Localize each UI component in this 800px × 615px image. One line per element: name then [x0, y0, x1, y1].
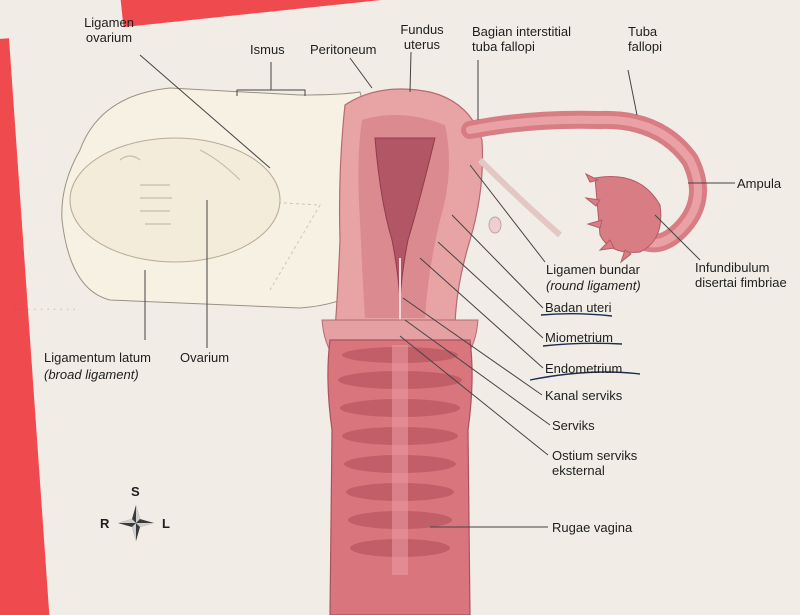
label-rugae-vagina: Rugae vagina — [552, 520, 632, 535]
label-serviks: Serviks — [552, 418, 595, 433]
label-peritoneum: Peritoneum — [310, 42, 376, 57]
label-ligamen-bundar: Ligamen bundar — [546, 262, 640, 277]
label-fundus-uterus: Fundus uterus — [400, 22, 444, 52]
compass-east-label: L — [162, 516, 170, 531]
label-kanal-serviks: Kanal serviks — [545, 388, 622, 403]
label-badan-uteri: Badan uteri — [545, 300, 612, 315]
ovary-shape — [70, 138, 280, 262]
label-broad-ligament: (broad ligament) — [44, 367, 139, 382]
label-tuba-fallopi: Tuba fallopi — [628, 24, 668, 54]
label-ligamen-ovarium: Ligamen ovarium — [74, 15, 144, 45]
compass-west-label: R — [100, 516, 109, 531]
label-ostium-serviks: Ostium serviks eksternal — [552, 448, 642, 478]
compass-north-label: S — [131, 484, 140, 499]
label-round-ligament: (round ligament) — [546, 278, 641, 293]
label-endometrium: Endometrium — [545, 361, 622, 376]
label-miometrium: Miometrium — [545, 330, 613, 345]
label-ligamentum-latum: Ligamentum latum — [44, 350, 151, 365]
label-ismus: Ismus — [250, 42, 285, 57]
compass-rose — [118, 505, 154, 541]
label-infundibulum: Infundibulum disertai fimbriae — [695, 260, 795, 290]
label-ampula: Ampula — [737, 176, 781, 191]
label-ovarium: Ovarium — [180, 350, 229, 365]
label-bagian-interstitial: Bagian interstitial tuba fallopi — [472, 24, 582, 54]
